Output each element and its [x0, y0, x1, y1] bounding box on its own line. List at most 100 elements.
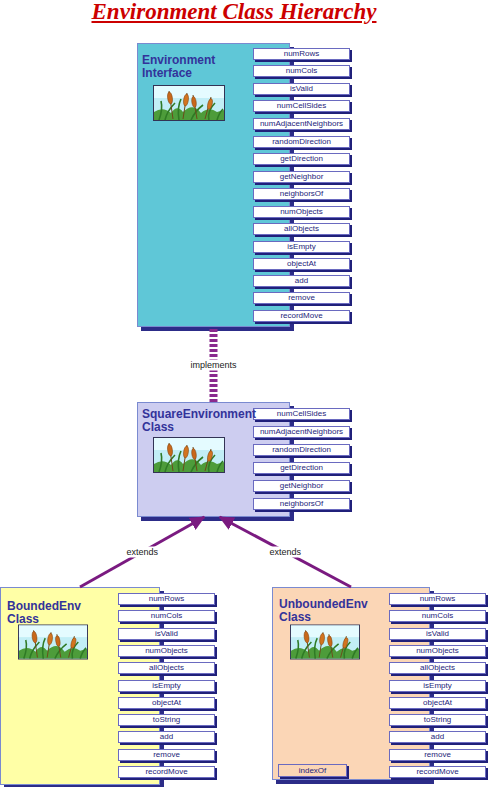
method-name: neighborsOf: [280, 189, 324, 199]
method-box: objectAt: [253, 258, 350, 270]
method-box: numCols: [118, 610, 215, 622]
method-name: isValid: [290, 84, 313, 94]
method-name: recordMove: [280, 311, 322, 321]
class-heading: SquareEnvironment Class: [142, 408, 250, 434]
method-box: recordMove: [253, 310, 350, 322]
method-name: randomDirection: [272, 137, 331, 147]
method-box: allObjects: [118, 662, 215, 674]
method-box: remove: [389, 749, 486, 761]
method-box: isValid: [118, 628, 215, 640]
method-name: indexOf: [299, 766, 327, 776]
edge-label: extends: [124, 547, 160, 558]
method-name: remove: [288, 293, 315, 303]
method-box: isValid: [389, 628, 486, 640]
method-box: randomDirection: [253, 444, 350, 456]
method-name: toString: [424, 715, 452, 725]
method-name: isEmpty: [287, 242, 315, 252]
extends-arrow: [220, 517, 351, 587]
method-box: add: [253, 275, 350, 287]
method-box: neighborsOf: [253, 498, 350, 510]
method-box: numObjects: [118, 645, 215, 657]
edge-label: extends: [268, 547, 304, 558]
method-box: numObjects: [389, 645, 486, 657]
method-box: numCellSides: [253, 408, 350, 420]
method-box: neighborsOf: [253, 188, 350, 200]
method-name: numCols: [151, 611, 183, 621]
method-name: allObjects: [284, 224, 319, 234]
method-name: numRows: [420, 594, 456, 604]
class-box: Environment InterfacenumRowsnumColsisVal…: [137, 43, 290, 327]
method-name: numRows: [284, 49, 320, 59]
method-box: numCellSides: [253, 100, 350, 112]
method-name: isValid: [155, 629, 178, 639]
method-name: numObjects: [280, 207, 323, 217]
method-name: numObjects: [416, 646, 459, 656]
method-box: getDirection: [253, 153, 350, 165]
method-box: add: [118, 731, 215, 743]
method-box: objectAt: [118, 697, 215, 709]
method-name: allObjects: [149, 663, 184, 673]
diagram-title: Environment Class Hierarchy: [0, 0, 468, 24]
method-name: allObjects: [420, 663, 455, 673]
method-box: toString: [389, 714, 486, 726]
extends-arrow: [80, 517, 204, 587]
method-name: numCellSides: [277, 409, 326, 419]
method-box: numAdjacentNeighbors: [253, 118, 350, 130]
method-box: numCols: [253, 65, 350, 77]
class-box: BoundedEnv ClassnumRowsnumColsisValidnum…: [0, 587, 160, 785]
method-box: numRows: [118, 593, 215, 605]
class-box: UnboundedEnv ClassnumRowsnumColsisValidn…: [272, 587, 430, 780]
method-name: isEmpty: [423, 681, 451, 691]
method-name: getNeighbor: [280, 481, 324, 491]
method-name: remove: [153, 750, 180, 760]
method-name: numAdjacentNeighbors: [260, 427, 343, 437]
method-name: recordMove: [416, 767, 458, 777]
method-box: numRows: [253, 48, 350, 60]
method-box: recordMove: [389, 766, 486, 778]
method-box: allObjects: [253, 223, 350, 235]
method-name: numRows: [149, 594, 185, 604]
method-name: numAdjacentNeighbors: [260, 119, 343, 129]
method-box: numObjects: [253, 206, 350, 218]
method-name: toString: [153, 715, 181, 725]
method-name: neighborsOf: [280, 499, 324, 509]
method-name: add: [295, 276, 308, 286]
method-box: isEmpty: [118, 680, 215, 692]
method-box: numAdjacentNeighbors: [253, 426, 350, 438]
method-box: isEmpty: [389, 680, 486, 692]
method-box: recordMove: [118, 766, 215, 778]
method-name: getNeighbor: [280, 172, 324, 182]
method-box: getDirection: [253, 462, 350, 474]
method-box: isValid: [253, 83, 350, 95]
method-name: getDirection: [280, 154, 323, 164]
method-name: recordMove: [145, 767, 187, 777]
method-name: remove: [424, 750, 451, 760]
edge-label: implements: [188, 359, 238, 370]
method-name: getDirection: [280, 463, 323, 473]
method-name: objectAt: [423, 698, 452, 708]
class-heading: UnboundedEnv Class: [279, 598, 379, 624]
method-box: getNeighbor: [253, 171, 350, 183]
method-box: allObjects: [389, 662, 486, 674]
method-box: randomDirection: [253, 136, 350, 148]
method-box: toString: [118, 714, 215, 726]
method-name: numCols: [422, 611, 454, 621]
method-name: add: [431, 732, 444, 742]
class-heading: Environment Interface: [142, 54, 250, 80]
method-box: remove: [118, 749, 215, 761]
method-box: objectAt: [389, 697, 486, 709]
class-heading: BoundedEnv Class: [7, 600, 102, 626]
method-name: numObjects: [145, 646, 188, 656]
method-box: numRows: [389, 593, 486, 605]
method-box: remove: [253, 292, 350, 304]
method-name: isValid: [426, 629, 449, 639]
method-name: numCellSides: [277, 101, 326, 111]
method-name: objectAt: [287, 259, 316, 269]
method-name: numCols: [286, 66, 318, 76]
method-box: indexOf: [278, 764, 347, 777]
method-name: objectAt: [152, 698, 181, 708]
class-box: SquareEnvironment ClassnumCellSidesnumAd…: [137, 402, 290, 517]
method-box: add: [389, 731, 486, 743]
method-box: isEmpty: [253, 241, 350, 253]
method-name: add: [160, 732, 173, 742]
